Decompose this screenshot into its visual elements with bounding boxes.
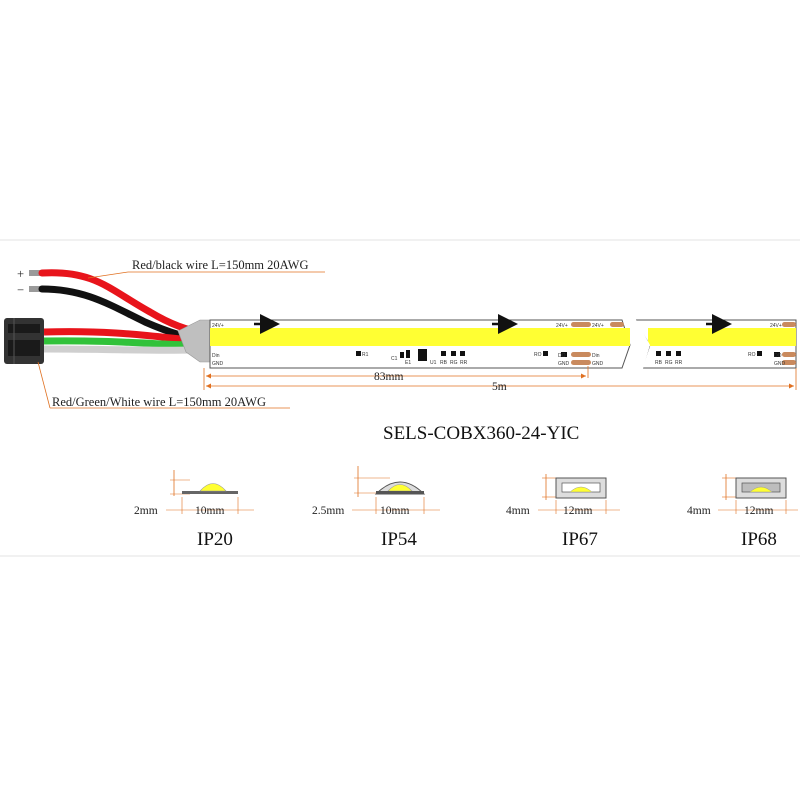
component-label-rr: RR	[460, 360, 468, 366]
component-label-ro2: RO	[748, 352, 756, 358]
jst-connector	[4, 318, 44, 364]
profile-ip54	[352, 466, 440, 514]
solder-pads	[571, 322, 796, 365]
pad-label-24v-end: 24V+	[770, 323, 782, 329]
total-length-label: 5m	[492, 381, 507, 393]
ip68-rating: IP68	[741, 529, 777, 550]
component-label-c1: C1	[391, 356, 398, 362]
pad-label-do-mid: DO	[558, 353, 566, 359]
component-label-rb: RB	[440, 360, 448, 366]
led-strip	[209, 316, 797, 372]
component-label-rg: RG	[450, 360, 458, 366]
pad-label-do-end: DO	[774, 353, 782, 359]
smd-components	[356, 349, 780, 361]
cob-led-band-end	[648, 328, 796, 346]
red-power-wire	[38, 269, 212, 338]
component-label-rb2: RB	[655, 360, 663, 366]
ip20-rating: IP20	[197, 529, 233, 550]
ip67-rating: IP67	[562, 529, 598, 550]
signal-wires	[43, 328, 191, 354]
ip20-height: 2mm	[134, 505, 158, 517]
ip20-width: 10mm	[195, 505, 224, 517]
component-label-u1: U1	[430, 360, 437, 366]
component-label-ro: RO	[534, 352, 542, 358]
green-signal-wire	[43, 337, 191, 349]
profile-ip20	[166, 470, 254, 514]
ip54-height: 2.5mm	[312, 505, 344, 517]
pad-label-24v-mid: 24V+	[556, 323, 568, 329]
signal-wire-label: Red/Green/White wire L=150mm 20AWG	[52, 395, 266, 409]
plus-sign: +	[17, 267, 24, 281]
ip54-rating: IP54	[381, 529, 417, 550]
model-number: SELS-COBX360-24-YIC	[383, 423, 579, 444]
cob-led-band	[210, 328, 630, 346]
ip67-width: 12mm	[563, 505, 592, 517]
red-signal-wire	[43, 328, 191, 344]
pad-label-24v-mid2: 24V+	[592, 323, 604, 329]
ip67-height: 4mm	[506, 505, 530, 517]
pad-label-gnd-end: GND	[774, 361, 786, 367]
pad-label-gnd-mid2: GND	[592, 361, 604, 367]
ip68-width: 12mm	[744, 505, 773, 517]
power-wire-label: Red/black wire L=150mm 20AWG	[132, 258, 309, 272]
segment-length-label: 83mm	[374, 371, 403, 383]
ip68-height: 4mm	[687, 505, 711, 517]
component-label-r1: R1	[362, 352, 369, 358]
pad-label-gnd: GND	[212, 361, 224, 367]
component-label-rr2: RR	[675, 360, 683, 366]
component-label-rg2: RG	[665, 360, 673, 366]
minus-sign: −	[17, 283, 24, 297]
pad-label-din-mid: Din	[592, 353, 600, 359]
pad-label-din: Din	[212, 353, 220, 359]
white-signal-wire	[43, 345, 191, 354]
signal-label-leader	[37, 361, 51, 409]
ip54-width: 10mm	[380, 505, 409, 517]
profile-ip67	[538, 474, 620, 514]
strip-dimensions	[203, 366, 797, 390]
profile-ip68	[718, 474, 798, 514]
power-label-leader	[87, 271, 129, 279]
pad-label-gnd-mid: GND	[558, 361, 570, 367]
component-label-e1: E1	[405, 360, 411, 366]
pad-label-24v-in: 24V+	[212, 323, 224, 329]
